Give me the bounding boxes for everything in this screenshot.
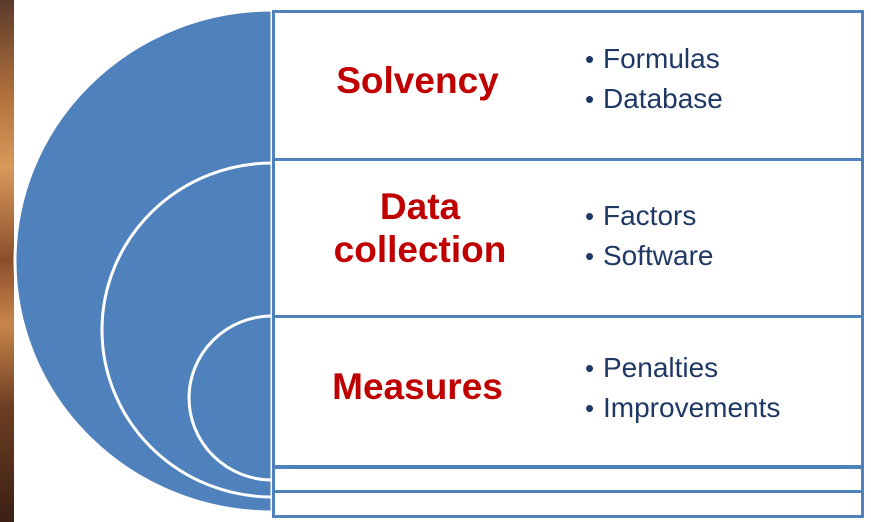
bullet-item: •Software [583, 236, 714, 276]
bullet-item: •Improvements [583, 388, 780, 428]
row-panel-solvency: Solvency •Formulas •Database [272, 10, 864, 161]
background-photo-strip [0, 0, 14, 522]
empty-panel [272, 490, 864, 518]
bullet-dot-icon: • [585, 201, 595, 231]
bullet-item: •Database [583, 79, 723, 119]
bullet-dot-icon: • [585, 353, 595, 383]
bullet-dot-icon: • [585, 393, 595, 423]
bullet-item: •Penalties [583, 348, 780, 388]
term-data-collection: Data collection [333, 186, 507, 270]
bullet-item: •Factors [583, 196, 714, 236]
bullet-dot-icon: • [585, 241, 595, 271]
row-panel-measures: Measures •Penalties •Improvements [272, 315, 864, 468]
bullet-list-data-collection: •Factors •Software [583, 196, 714, 276]
inner-arc [187, 314, 274, 482]
term-measures: Measures [332, 366, 503, 407]
term-solvency: Solvency [336, 60, 499, 101]
empty-panel [272, 466, 864, 493]
bullet-list-measures: •Penalties •Improvements [583, 348, 780, 428]
bullet-dot-icon: • [585, 84, 595, 114]
bullet-item: •Formulas [583, 39, 723, 79]
bullet-list-solvency: •Formulas •Database [583, 39, 723, 119]
bullet-dot-icon: • [585, 44, 595, 74]
row-panel-data-collection: Data collection •Factors •Software [272, 158, 864, 318]
